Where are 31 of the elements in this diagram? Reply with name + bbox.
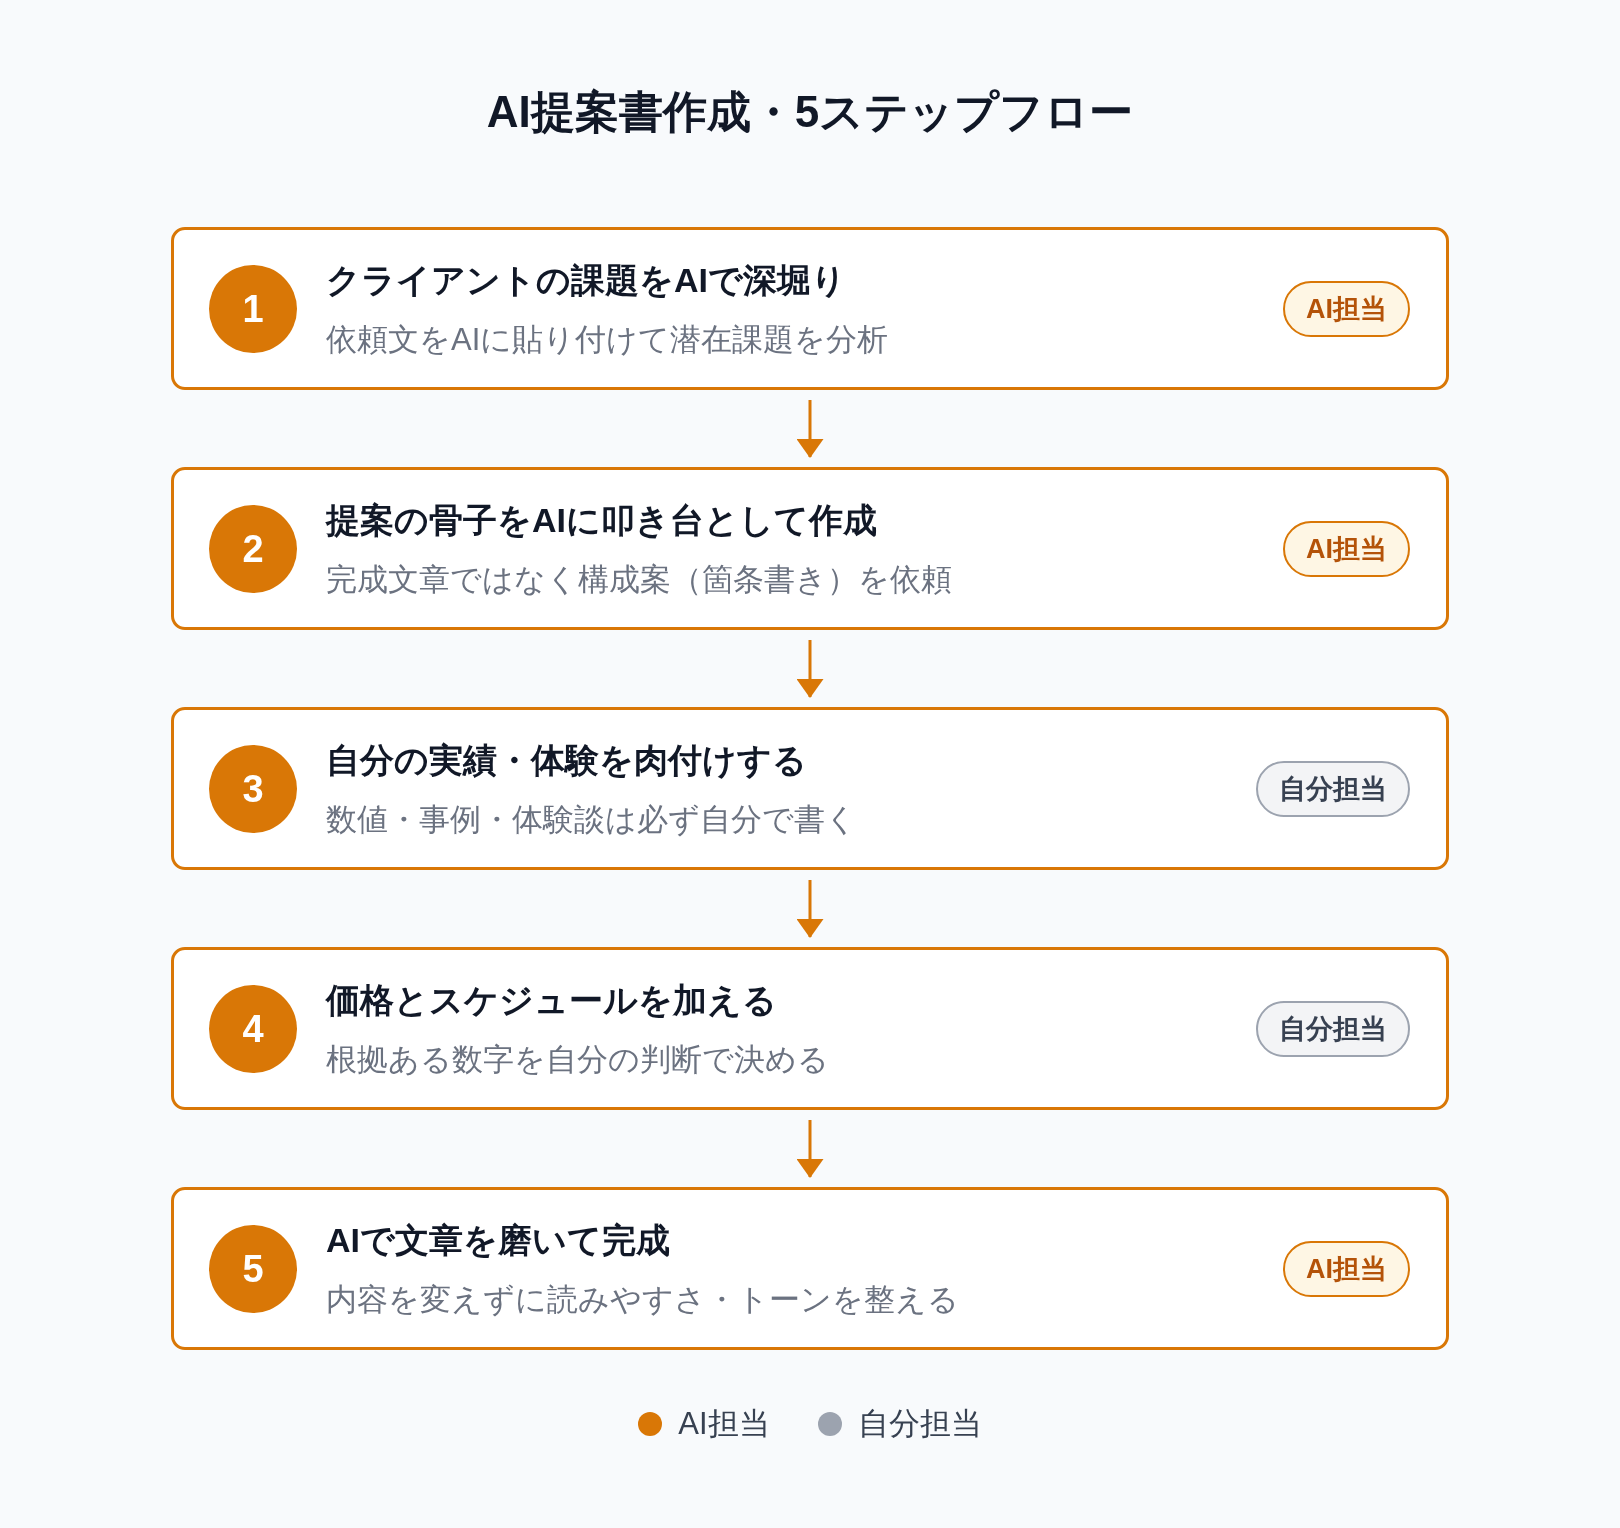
- step-title: 提案の骨子をAIに叩き台として作成: [326, 499, 877, 541]
- role-tag: AI担当: [1283, 1240, 1410, 1297]
- step-number: 3: [209, 744, 297, 833]
- role-tag: AI担当: [1283, 520, 1410, 577]
- step-card: [171, 467, 1449, 630]
- role-tag: AI担当: [1283, 280, 1410, 337]
- step-title: クライアントの課題をAIで深堀り: [326, 259, 846, 300]
- step-number: 4: [209, 984, 297, 1073]
- arrow: [796, 640, 824, 698]
- arrow: [796, 1120, 824, 1178]
- step-description: 数値・事例・体験談は必ず自分で書く: [326, 800, 857, 839]
- legend-label: 自分担当: [857, 1405, 982, 1443]
- step-description: 根拠ある数字を自分の判断で決める: [326, 1040, 829, 1078]
- step-card: [171, 947, 1449, 1110]
- diagram-title: AI提案書作成・5ステップフロー: [486, 86, 1134, 138]
- step-number: 1: [209, 264, 297, 353]
- step-card: [171, 1187, 1449, 1350]
- step-title: AIで文章を磨いて完成: [326, 1219, 670, 1260]
- step-title: 自分の実績・体験を肉付けする: [326, 739, 807, 781]
- role-tag: 自分担当: [1256, 1000, 1410, 1057]
- step-number: 5: [209, 1224, 297, 1313]
- step-description: 依頼文をAIに貼り付けて潜在課題を分析: [326, 320, 889, 358]
- step-description: 内容を変えずに読みやすさ・トーンを整える: [326, 1280, 959, 1319]
- step-card: [171, 227, 1449, 390]
- role-tag: 自分担当: [1256, 760, 1410, 817]
- arrow: [796, 880, 824, 938]
- step-number: 2: [209, 504, 297, 593]
- legend-label: AI担当: [678, 1405, 770, 1443]
- step-title: 価格とスケジュールを加える: [326, 979, 777, 1020]
- step-description: 完成文章ではなく構成案（箇条書き）を依頼: [326, 560, 952, 598]
- step-card: [171, 707, 1449, 870]
